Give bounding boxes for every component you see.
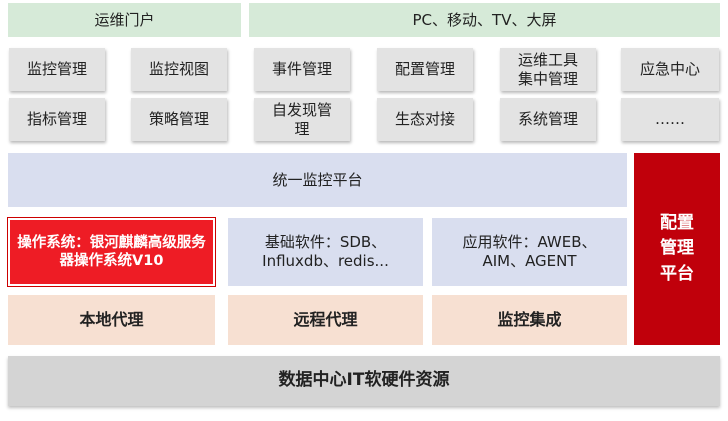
module-config-management: 配置管理 bbox=[377, 48, 473, 91]
module-ecosystem-integration: 生态对接 bbox=[377, 98, 473, 141]
monitor-integration-box: 监控集成 bbox=[432, 295, 627, 345]
module-system-management: 系统管理 bbox=[500, 98, 596, 141]
module-label: 系统管理 bbox=[517, 110, 578, 129]
remote-agent-label: 远程代理 bbox=[293, 310, 358, 329]
base-software-label: 基础软件：SDB、Influxdb、redis... bbox=[262, 233, 389, 270]
module-label: 运维工具 集中管理 bbox=[517, 50, 578, 88]
module-label: 自发现管 理 bbox=[271, 100, 332, 138]
module-event-management: 事件管理 bbox=[254, 48, 350, 91]
module-label: 应急中心 bbox=[639, 60, 700, 79]
it-resources-label: 数据中心IT软硬件资源 bbox=[278, 370, 450, 391]
module-monitor-management: 监控管理 bbox=[9, 48, 105, 91]
config-management-platform: 配置 管理 平台 bbox=[634, 153, 720, 345]
app-software-box: 应用软件：AWEB、AIM、AGENT bbox=[432, 218, 627, 286]
remote-agent-box: 远程代理 bbox=[228, 295, 423, 345]
local-agent-box: 本地代理 bbox=[8, 295, 215, 345]
module-label: 策略管理 bbox=[148, 110, 209, 129]
config-platform-label: 配置 管理 平台 bbox=[660, 212, 694, 284]
ops-portal-box: 运维门户 bbox=[8, 3, 241, 37]
channels-label: PC、移动、TV、大屏 bbox=[412, 10, 557, 29]
app-software-label: 应用软件：AWEB、AIM、AGENT bbox=[462, 233, 597, 270]
module-label: …… bbox=[655, 110, 685, 129]
unified-monitoring-platform: 统一监控平台 bbox=[8, 153, 627, 207]
platform-label: 统一监控平台 bbox=[272, 170, 363, 189]
module-emergency-center: 应急中心 bbox=[621, 48, 719, 91]
module-ops-tools: 运维工具 集中管理 bbox=[500, 48, 596, 91]
module-label: 事件管理 bbox=[271, 60, 332, 79]
module-label: 监控视图 bbox=[148, 60, 209, 79]
module-label: 指标管理 bbox=[26, 110, 87, 129]
monitor-integration-label: 监控集成 bbox=[497, 310, 562, 329]
module-metric-management: 指标管理 bbox=[9, 98, 105, 141]
os-label: 操作系统：银河麒麟高级服务器操作系统V10 bbox=[17, 234, 206, 269]
module-auto-discovery: 自发现管 理 bbox=[254, 98, 350, 141]
module-more: …… bbox=[621, 98, 719, 141]
os-box: 操作系统：银河麒麟高级服务器操作系统V10 bbox=[7, 217, 216, 287]
module-policy-management: 策略管理 bbox=[131, 98, 227, 141]
local-agent-label: 本地代理 bbox=[79, 310, 144, 329]
module-label: 配置管理 bbox=[394, 60, 455, 79]
module-label: 监控管理 bbox=[26, 60, 87, 79]
module-monitor-view: 监控视图 bbox=[131, 48, 227, 91]
module-label: 生态对接 bbox=[394, 110, 455, 129]
channels-box: PC、移动、TV、大屏 bbox=[249, 3, 720, 37]
ops-portal-label: 运维门户 bbox=[94, 10, 155, 29]
base-software-box: 基础软件：SDB、Influxdb、redis... bbox=[228, 218, 423, 286]
it-resources-box: 数据中心IT软硬件资源 bbox=[8, 356, 720, 406]
